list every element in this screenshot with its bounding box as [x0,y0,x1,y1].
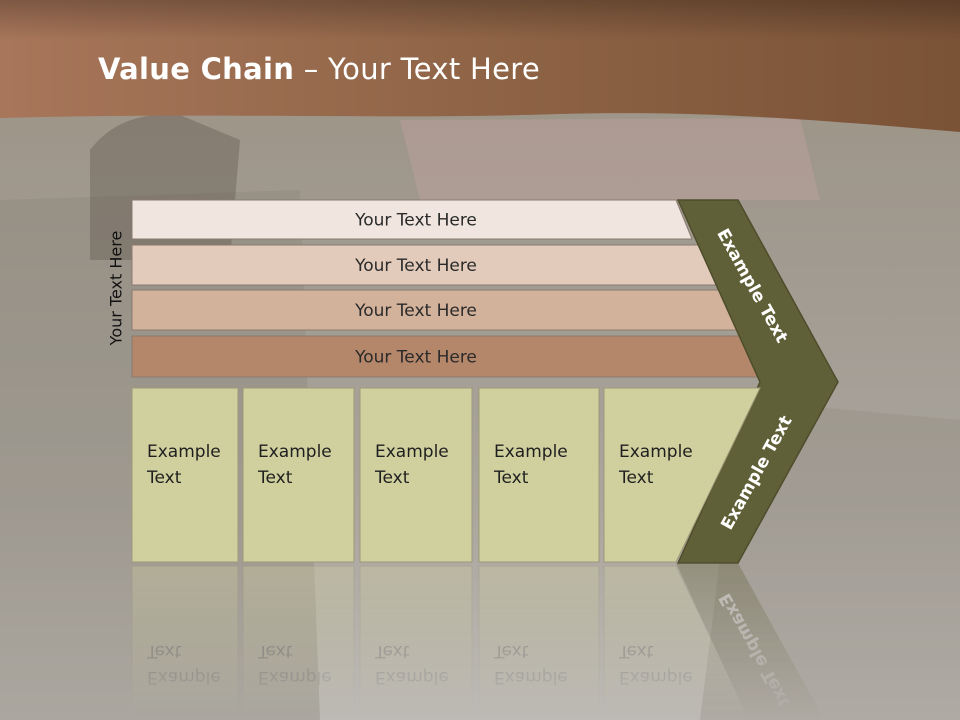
activity-box-reflection-text: Text [257,641,293,661]
activity-box-2 [242,387,355,563]
activity-box-reflection-text: Example [619,667,693,687]
page-title: Value Chain – Your Text Here [98,52,540,86]
activity-box-1 [131,387,239,563]
activity-box-line2: Text [147,468,182,488]
header-shade [0,0,960,40]
activity-box-reflection-text: Example [494,667,568,687]
activity-box-line1: Example [258,442,332,462]
activity-box-reflection-text: Text [146,641,182,661]
activity-box-reflection-5 [603,565,751,720]
activity-box-reflection-4 [478,565,600,720]
activity-box-reflection-text: Text [618,641,654,661]
activity-box-line1: Example [147,442,221,462]
activity-box-reflection-text: Text [374,641,410,661]
activity-box-3 [359,387,473,563]
activity-box-line1: Example [619,442,693,462]
activity-box-reflection-text: Text [493,641,529,661]
background-stripes [400,118,820,200]
activity-box-line2: Text [494,468,529,488]
title-bold: Value Chain [98,52,295,86]
activity-box-reflection-text: Example [375,667,449,687]
activity-box-line2: Text [258,468,293,488]
activity-box-reflection-1 [131,565,239,720]
activity-box-4 [478,387,600,563]
activity-box-line1: Example [494,442,568,462]
value-bar-1 [131,199,693,240]
boxes-layer [131,387,761,563]
activity-box-line2: Text [375,468,410,488]
title-rest: – Your Text Here [294,52,540,86]
activity-box-reflection-text: Example [147,667,221,687]
activity-box-reflection-3 [359,565,473,720]
value-bar-label-3: Your Text Here [354,301,477,321]
value-bar-label-2: Your Text Here [354,256,477,276]
side-label: Your Text Here [106,230,126,346]
value-bar-label-4: Your Text Here [354,348,477,368]
activity-box-reflection-text: Example [258,667,332,687]
value-bar-label-1: Your Text Here [354,211,477,231]
activity-box-line2: Text [619,468,654,488]
activity-box-line1: Example [375,442,449,462]
activity-box-reflection-2 [242,565,355,720]
activity-box-5 [603,387,761,563]
chevron-reflection [676,563,825,720]
